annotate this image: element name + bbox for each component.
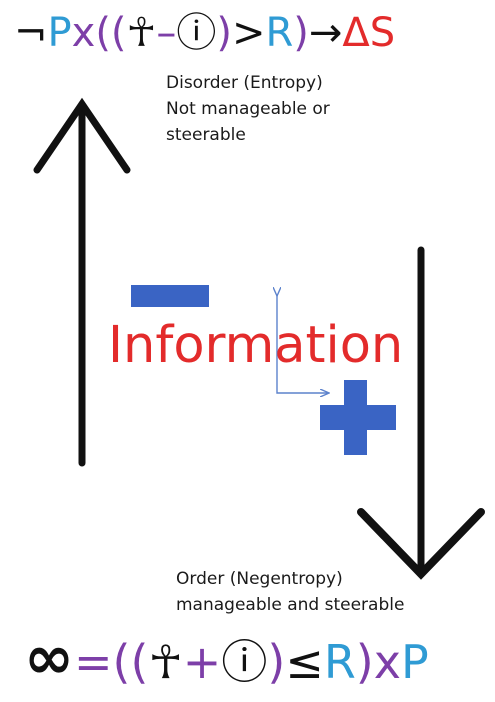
plus-shape-icon [320,380,396,455]
infinity-icon: ∞ [24,623,74,693]
greater-than-symbol: > [232,10,266,56]
less-equal-symbol: ≤ [285,635,324,689]
close-paren: ) [216,10,232,56]
disorder-caption-line: Disorder (Entropy) [166,73,323,93]
minus-operator: – [156,10,176,56]
disorder-caption-line: steerable [166,125,246,145]
info-icon: ⓘ [221,635,267,689]
p-symbol: P [401,635,429,689]
connector-arrow-icon [277,295,328,393]
bottom-formula: ∞=((☥+ⓘ)≤R)xP [24,623,429,693]
open-parens: (( [95,10,126,56]
open-parens: (( [113,635,149,689]
close-paren-2: ) [356,635,374,689]
order-caption-line: Order (Negentropy) [176,569,343,589]
delta-s-symbol: ΔS [342,10,395,56]
minus-shape-icon [131,285,209,307]
up-arrow-icon [33,97,131,467]
down-arrow-icon [357,246,485,580]
times-symbol: x [72,10,96,56]
close-paren: ) [267,635,285,689]
right-arrow-symbol: → [309,10,343,56]
r-symbol: R [266,10,294,56]
p-symbol: P [48,10,72,56]
order-caption: Order (Negentropy) manageable and steera… [176,566,404,618]
plus-operator: + [183,635,222,689]
order-caption-line: manageable and steerable [176,595,405,615]
times-symbol: x [374,635,401,689]
close-paren-2: ) [293,10,309,56]
not-symbol: ¬ [14,10,48,56]
info-icon: ⓘ [176,10,216,56]
ankh-icon: ☥ [127,10,157,56]
r-symbol: R [324,635,356,689]
disorder-caption: Disorder (Entropy) Not manageable or ste… [166,70,330,148]
information-label: Information [108,316,403,375]
disorder-caption-line: Not manageable or [166,99,330,119]
equals-symbol: = [74,635,113,689]
top-formula: ¬Px((☥–ⓘ)>R)→ΔS [14,10,395,56]
ankh-icon: ☥ [148,635,182,689]
